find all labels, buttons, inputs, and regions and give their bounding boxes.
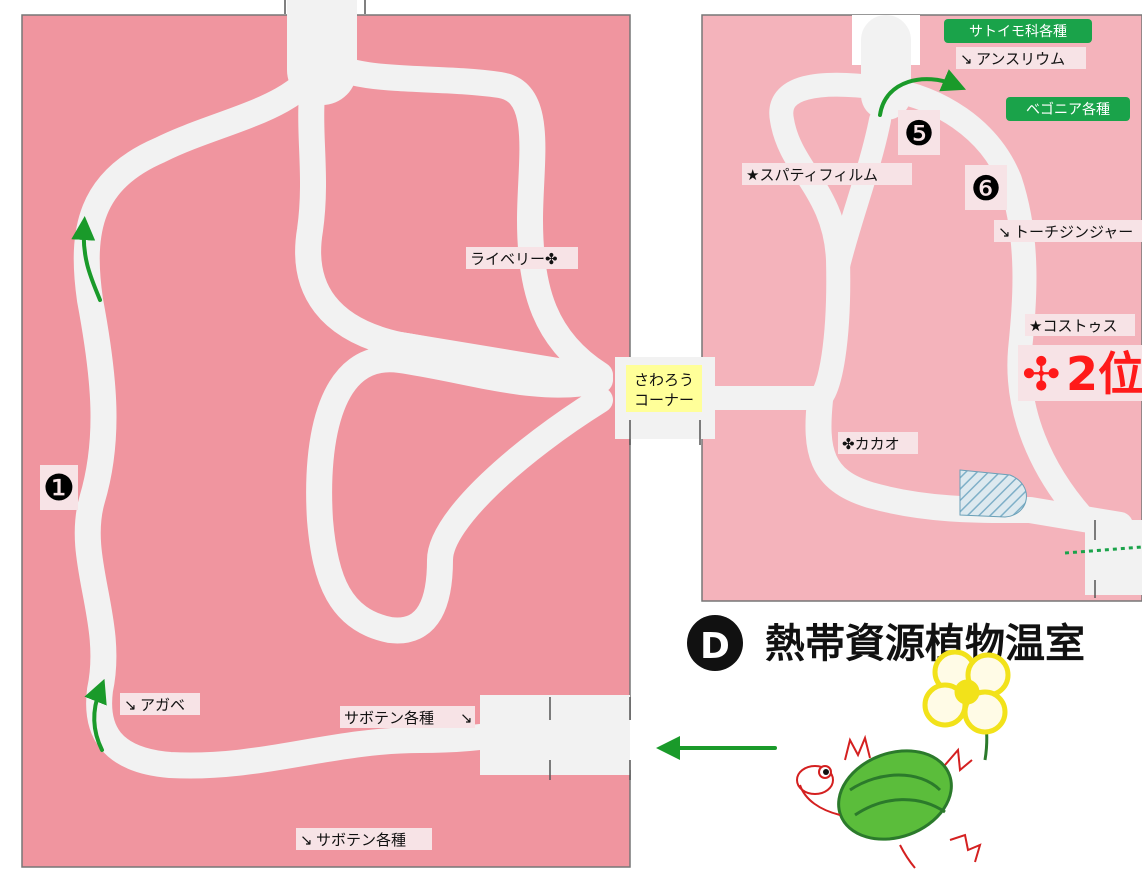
- hatched-area: [959, 469, 1027, 518]
- right-inner-path: [827, 109, 891, 281]
- touch-corner-line2: コーナー: [634, 391, 694, 409]
- stop-marker-5: ❺: [904, 114, 934, 154]
- right-exit-corridor: [1085, 520, 1142, 595]
- section-badge: D: [700, 626, 730, 667]
- label-spathiphyllum: ★スパティフィルム: [746, 166, 878, 184]
- tag-begonia-bg: [1006, 97, 1130, 121]
- touch-corner-line1: さわろう: [634, 371, 694, 389]
- label-cacao: ✤カカオ: [842, 435, 900, 453]
- flower-icon: [922, 649, 1011, 735]
- label-anthurium: アンスリウム: [976, 50, 1065, 68]
- section-badge-circle: [687, 615, 743, 671]
- touch-corner-box: [626, 365, 702, 412]
- route-arrow-up-1: [71, 216, 102, 302]
- route-arrows: [71, 69, 967, 760]
- label-agave-icon: ↘: [124, 696, 137, 714]
- left-paths: [73, 0, 613, 779]
- label-torch-ginger: トーチジンジャー: [1014, 223, 1133, 241]
- stop-marker-1: ❶: [43, 468, 75, 509]
- label-anthurium-icon: ↘: [960, 50, 973, 68]
- cross-path: [387, 332, 613, 391]
- label-cactus-bottom-icon: ↘: [300, 831, 313, 849]
- label-cactus-mid-icon: ↘: [460, 709, 473, 727]
- bottom-exit-corridor: [480, 695, 630, 775]
- cacao-path: [805, 387, 1133, 538]
- dotted-path-marker: [1064, 545, 1142, 555]
- tag-taro: サトイモ科各種: [969, 24, 1067, 40]
- label-cactus-bottom: サボテン各種: [316, 831, 406, 849]
- rank-text: 2位: [1066, 347, 1142, 401]
- door-marks: [284, 0, 1096, 780]
- label-cactus-mid: サボテン各種: [344, 709, 434, 727]
- route-arrow-curve: [878, 69, 967, 117]
- rank-symbol: ✣: [1022, 347, 1061, 401]
- turtle-mascot-illustration: [796, 649, 1011, 869]
- section-title: 熱帯資源植物温室: [765, 621, 1085, 667]
- tag-begonia: ベゴニア各種: [1026, 101, 1110, 118]
- route-arrow-up-2: [84, 678, 107, 752]
- label-raiberi: ライベリー✤: [470, 250, 558, 268]
- label-costus: ★コストゥス: [1029, 317, 1117, 335]
- stop-marker-6: ❻: [971, 169, 1001, 209]
- label-agave: アガベ: [140, 696, 185, 714]
- bottom-exit-corridor-2: [630, 720, 710, 770]
- lower-loop-path: [306, 346, 613, 644]
- label-torch-ginger-icon: ↘: [998, 223, 1011, 241]
- tag-taro-bg: [944, 19, 1092, 43]
- left-loop-path: [73, 47, 533, 779]
